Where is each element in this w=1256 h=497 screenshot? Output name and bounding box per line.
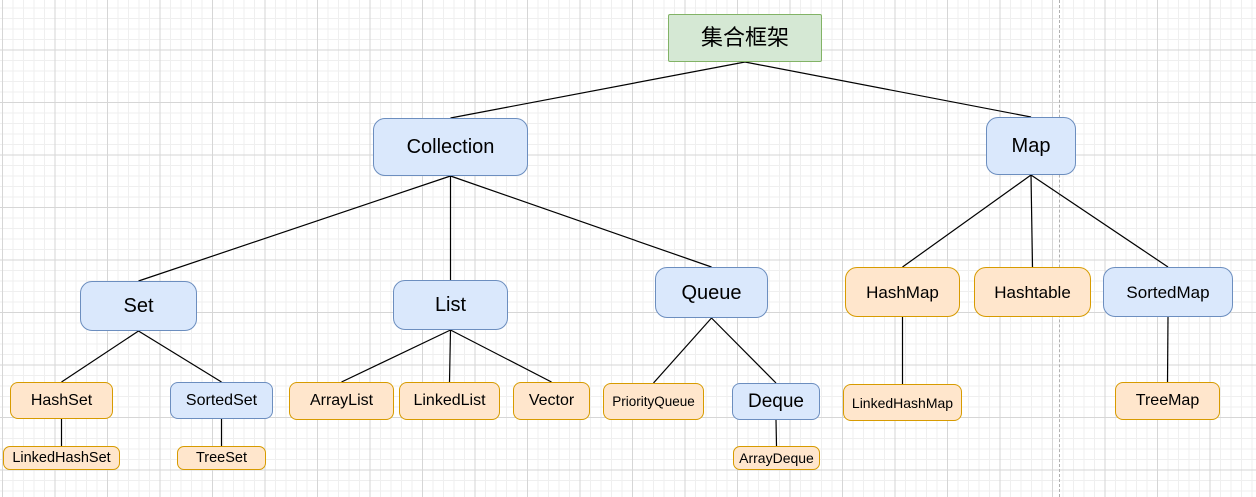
edge-list-arraylist <box>341 329 451 383</box>
node-sortedmap[interactable]: SortedMap <box>1103 267 1233 317</box>
node-root[interactable]: 集合框架 <box>668 14 822 62</box>
node-treemap[interactable]: TreeMap <box>1115 382 1220 420</box>
node-priorityqueue[interactable]: PriorityQueue <box>603 383 704 420</box>
node-hashtable[interactable]: Hashtable <box>974 267 1091 317</box>
edge-list-vector <box>450 329 552 383</box>
page-break-line <box>1059 0 1060 497</box>
edge-queue-priorityqueue <box>653 317 712 384</box>
edge-collection-set <box>138 175 451 282</box>
node-set[interactable]: Set <box>80 281 197 331</box>
node-sortedset[interactable]: SortedSet <box>170 382 273 419</box>
node-vector[interactable]: Vector <box>513 382 590 420</box>
edge-queue-deque <box>711 317 777 384</box>
node-linkedlist[interactable]: LinkedList <box>399 382 500 420</box>
edge-list-linkedlist <box>448 329 452 383</box>
edge-deque-arraydeque <box>775 419 778 447</box>
edge-map-hashtable <box>1030 174 1034 268</box>
edge-map-sortedmap <box>1030 174 1169 268</box>
node-linkedhashmap[interactable]: LinkedHashMap <box>843 384 962 421</box>
node-arraylist[interactable]: ArrayList <box>289 382 394 420</box>
node-arraydeque[interactable]: ArrayDeque <box>733 446 820 470</box>
node-collection[interactable]: Collection <box>373 118 528 176</box>
node-hashmap[interactable]: HashMap <box>845 267 960 317</box>
edge-root-collection <box>450 61 746 119</box>
node-map[interactable]: Map <box>986 117 1076 175</box>
edge-root-map <box>744 61 1032 118</box>
edge-set-hashset <box>61 330 139 383</box>
node-list[interactable]: List <box>393 280 508 330</box>
node-deque[interactable]: Deque <box>732 383 820 420</box>
node-hashset[interactable]: HashSet <box>10 382 113 419</box>
edge-set-sortedset <box>138 330 222 383</box>
node-linkedhashset[interactable]: LinkedHashSet <box>3 446 120 470</box>
edge-collection-queue <box>450 175 712 268</box>
edge-map-hashmap <box>902 174 1032 268</box>
node-queue[interactable]: Queue <box>655 267 768 318</box>
edge-sortedmap-treemap <box>1166 316 1169 383</box>
node-treeset[interactable]: TreeSet <box>177 446 266 470</box>
